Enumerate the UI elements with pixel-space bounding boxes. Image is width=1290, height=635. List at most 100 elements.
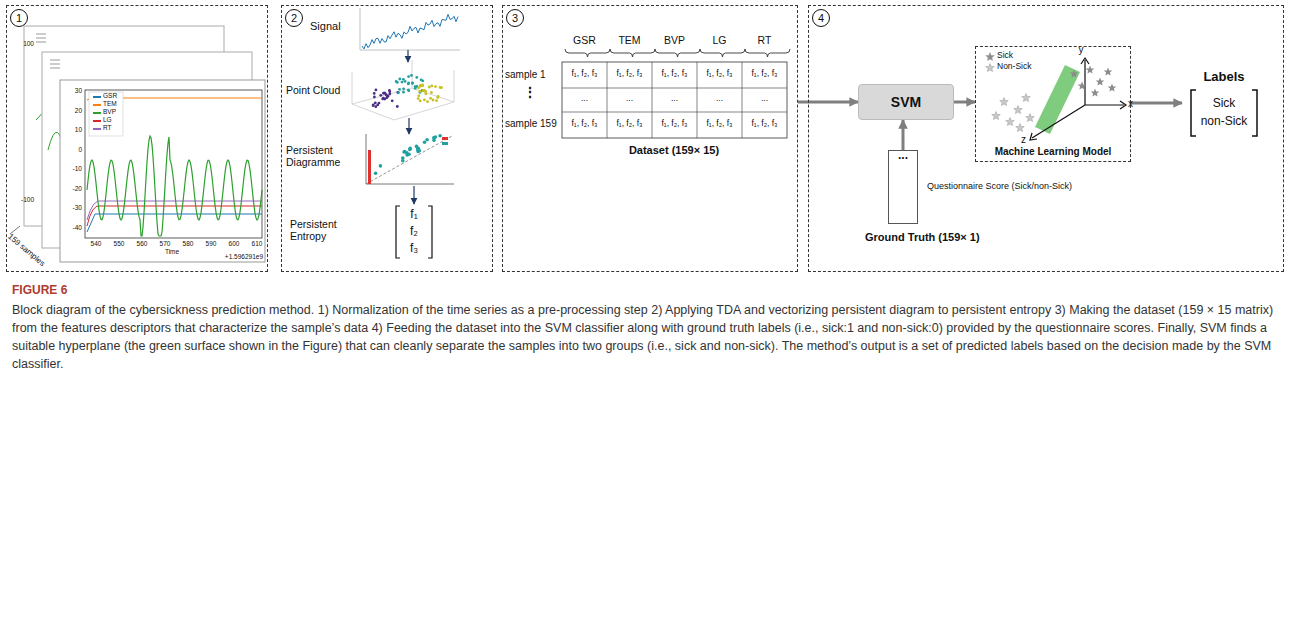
legend-text: Sick (997, 51, 1013, 61)
diagram-point (408, 148, 412, 152)
cloud-point (419, 84, 422, 87)
non-sick-sample (1014, 106, 1023, 114)
diagram-point (423, 141, 427, 145)
free-label: -40 (73, 224, 82, 231)
free-label: ⋮ (523, 84, 537, 100)
flow-arrow (798, 101, 858, 104)
cloud-point (401, 81, 404, 84)
output-labels: LabelsSicknon-Sick (1182, 70, 1266, 136)
diagram-point (403, 150, 407, 154)
flow-arrow (902, 120, 905, 150)
diagram-point (418, 149, 422, 153)
plot-window (60, 80, 265, 262)
free-label: 570 (160, 240, 171, 247)
free-label: 0 (78, 146, 82, 153)
free-label: f₁, f₂, f₃ (706, 69, 732, 79)
cloud-point (398, 88, 401, 91)
cloud-point (419, 100, 422, 103)
free-label: f₁, f₂, f₃ (661, 119, 687, 129)
sick-sample (1070, 70, 1079, 78)
non-sick-sample (992, 112, 1001, 120)
legend-star-shape (986, 64, 995, 72)
output-labels-text: non-Sick (1182, 115, 1266, 129)
free-label: 30 (75, 87, 82, 94)
free-label: TEM (618, 34, 640, 46)
sick-sample (1091, 89, 1100, 97)
legend-star (985, 52, 995, 62)
free-label: f₁, f₂, f₃ (751, 119, 777, 129)
entropy-vector-text: f₃ (394, 242, 434, 256)
cloud-point (432, 99, 435, 102)
cloud-point (419, 85, 422, 88)
legend-text: TEM (103, 100, 117, 107)
free-label: ... (671, 94, 678, 104)
free-label: 580 (183, 240, 194, 247)
signal-axes (360, 8, 460, 50)
diagram-point (379, 164, 383, 168)
cloud-point (426, 100, 429, 103)
non-sick-sample (1006, 118, 1015, 126)
free-label: z (1021, 134, 1026, 146)
cloud-point (410, 74, 413, 77)
cloud-point (379, 94, 382, 97)
cloud-point (414, 87, 417, 90)
flow-arrow (1131, 102, 1182, 105)
sick-sample (1078, 82, 1087, 90)
legend-star (985, 63, 995, 73)
diagram-point (432, 136, 436, 140)
cloud-point (421, 84, 424, 87)
cloud-point (407, 89, 410, 92)
non-sick-sample (1022, 94, 1031, 102)
cloud-point (397, 91, 400, 94)
persistence-diagram-plot-text: Persistent Diagramme (286, 144, 352, 168)
cloud-point (402, 91, 405, 94)
table-grid (562, 112, 787, 113)
diagram-point (408, 147, 412, 151)
cloud-point (428, 86, 431, 89)
cloud-point (430, 91, 433, 94)
free-label: ... (626, 94, 633, 104)
brace (700, 49, 745, 57)
cloud-point (407, 83, 410, 86)
cloud-point (402, 87, 405, 90)
free-label: LG (712, 34, 726, 46)
flow-arrow (413, 186, 414, 204)
brace (655, 49, 700, 57)
free-label: 20 (75, 107, 82, 114)
legend-swatch (93, 96, 101, 98)
output-labels-text: Labels (1182, 70, 1266, 85)
legend-swatch (93, 104, 101, 106)
axis-heads (1030, 58, 1126, 140)
cloud-point (418, 90, 421, 93)
cloud-point (411, 82, 414, 85)
ground-truth-vector-text: Questionnaire Score (Sick/non-Sick) (927, 181, 1072, 191)
cloud-point (374, 102, 377, 105)
diagram-point (415, 145, 419, 149)
cloud-point (407, 89, 410, 92)
table-grid (697, 62, 698, 138)
diagram-point (438, 134, 442, 138)
table-grid (562, 62, 787, 138)
free-label: f₁, f₂, f₃ (706, 119, 732, 129)
cloud-point (411, 82, 414, 85)
free-label: 590 (206, 240, 217, 247)
sick-sample (1108, 84, 1117, 92)
cloud-point (388, 93, 391, 96)
diagram-key (442, 137, 448, 140)
cloud-point (372, 104, 375, 107)
diagram-bar (368, 150, 371, 184)
free-label: BVP (664, 34, 685, 46)
diagram-axes (366, 134, 454, 184)
free-label: 159 samples (6, 232, 47, 268)
cloud-point (395, 80, 398, 83)
cloud-point (396, 91, 399, 94)
free-label: ... (761, 94, 768, 104)
free-label: ... (716, 94, 723, 104)
cloud-point (417, 94, 420, 97)
legend-star-shape (986, 53, 995, 61)
cloud-point (419, 91, 422, 94)
free-label: -100 (21, 196, 34, 203)
